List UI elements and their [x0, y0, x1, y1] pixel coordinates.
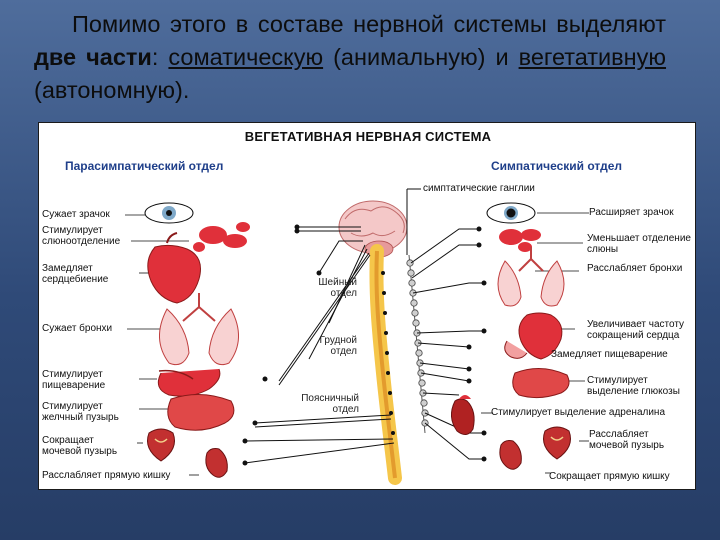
sympathetic-title: Симпатический отдел: [491, 159, 623, 173]
salivary-glands-right-icon: [499, 229, 541, 252]
intro-text-1: Помимо этого в составе нервной системы в…: [72, 11, 666, 37]
intro-autonomous: (автономную).: [34, 77, 190, 103]
eye-left-icon: [144, 202, 194, 224]
thoracic-label: Грудной отдел: [319, 335, 357, 357]
left-label-5: Стимулирует желчный пузырь: [42, 401, 119, 423]
right-label-0: Расширяет зрачок: [589, 207, 674, 218]
sympathetic-terminals: [466, 226, 487, 462]
rectum-left-icon: [205, 448, 228, 478]
left-label-7: Расслабляет прямую кишку: [42, 470, 171, 481]
intro-somatic: соматическую: [168, 44, 324, 70]
intro-paragraph: Помимо этого в составе нервной системы в…: [34, 8, 666, 107]
bladder-left-icon: [147, 428, 175, 462]
salivary-glands-left-icon: [193, 222, 250, 252]
parasympathetic-title: Парасимпатический отдел: [65, 159, 224, 173]
left-label-3: Сужает бронхи: [42, 323, 113, 334]
lungs-left-icon: [159, 293, 239, 366]
rectum-right-icon: [499, 440, 522, 470]
diagram-title: ВЕГЕТАТИВНАЯ НЕРВНАЯ СИСТЕМА: [244, 129, 492, 144]
spinal-cord: [369, 244, 402, 485]
lungs-right-icon: [497, 247, 565, 307]
sympathetic-ganglia-chain: [406, 254, 429, 434]
right-label-3: Увеличивает частоту сокращений сердца: [587, 319, 685, 341]
ganglia-label: симптатические ганглии: [423, 183, 535, 194]
heart-left-icon: [147, 232, 201, 304]
intro-vegetative: вегетативную: [518, 44, 667, 70]
right-label-1: Уменьшает отделение слюны: [587, 233, 691, 255]
bladder-right-icon: [543, 426, 571, 460]
left-label-4: Стимулирует пищеварение: [42, 369, 106, 391]
right-label-5: Стимулирует выделение глюкозы: [587, 375, 680, 397]
intro-animal: (анимальную) и: [323, 44, 519, 70]
diagram-drawing: [125, 188, 589, 485]
cervical-label: Шейный отдел: [318, 277, 357, 299]
parasympathetic-ganglia: [242, 224, 322, 466]
eye-right-icon: [486, 202, 536, 224]
left-label-1: Стимулирует слюноотделение: [42, 225, 121, 247]
intro-colon: :: [151, 44, 169, 70]
left-label-2: Замедляет сердцебиение: [42, 263, 109, 285]
stomach-right-icon: [504, 340, 528, 359]
stomach-left-icon: [157, 368, 221, 397]
adrenal-kidney-icon: [451, 395, 475, 435]
left-label-0: Сужает зрачок: [42, 209, 110, 220]
lumbar-label: Поясничный отдел: [301, 393, 359, 415]
intro-bold-parts: части: [86, 44, 152, 70]
right-label-2: Расслабляет бронхи: [587, 263, 683, 274]
left-label-6: Сокращает мочевой пузырь: [42, 435, 118, 457]
right-label-4: Замедляет пищеварение: [551, 349, 668, 360]
right-label-8: Сокращает прямую кишку: [549, 471, 670, 482]
right-label-7: Расслабляет мочевой пузырь: [589, 429, 665, 451]
heart-right-icon: [518, 312, 563, 360]
right-label-6: Стимулирует выделение адреналина: [491, 407, 666, 418]
parasympathetic-nerves: [244, 226, 395, 464]
ans-diagram: ВЕГЕТАТИВНАЯ НЕРВНАЯ СИСТЕМА Парасимпати…: [38, 122, 696, 490]
intro-bold-two: две: [34, 44, 77, 70]
liver-left-icon: [167, 394, 235, 431]
liver-right-icon: [512, 368, 570, 399]
spinal-root-dots: [381, 271, 395, 435]
